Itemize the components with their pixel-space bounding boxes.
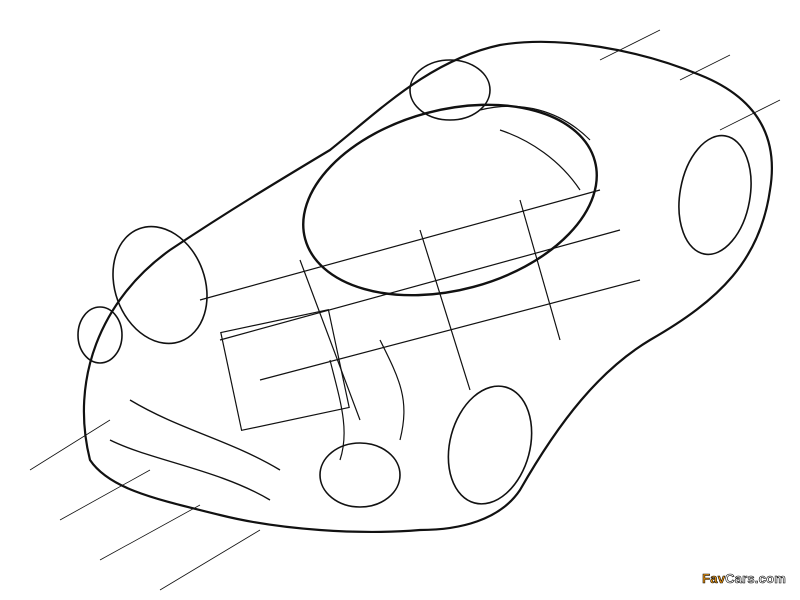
chassis-frame: [199, 105, 641, 461]
cockpit-canopy: [302, 103, 598, 297]
headlight: [77, 306, 123, 364]
watermark-domain: Cars.com: [725, 571, 786, 587]
front-left-wheel: [112, 225, 208, 345]
rear-left-wheel: [447, 385, 533, 505]
front-right-wheel: [409, 59, 491, 121]
watermark-brand: Fav: [702, 571, 726, 587]
favcars-watermark: FavCars.com: [702, 571, 786, 587]
ground-lines: [29, 29, 781, 591]
tail-light: [319, 442, 401, 508]
front-nose: [109, 399, 281, 501]
car-body-outline: [82, 40, 773, 533]
rear-right-wheel: [678, 134, 752, 256]
